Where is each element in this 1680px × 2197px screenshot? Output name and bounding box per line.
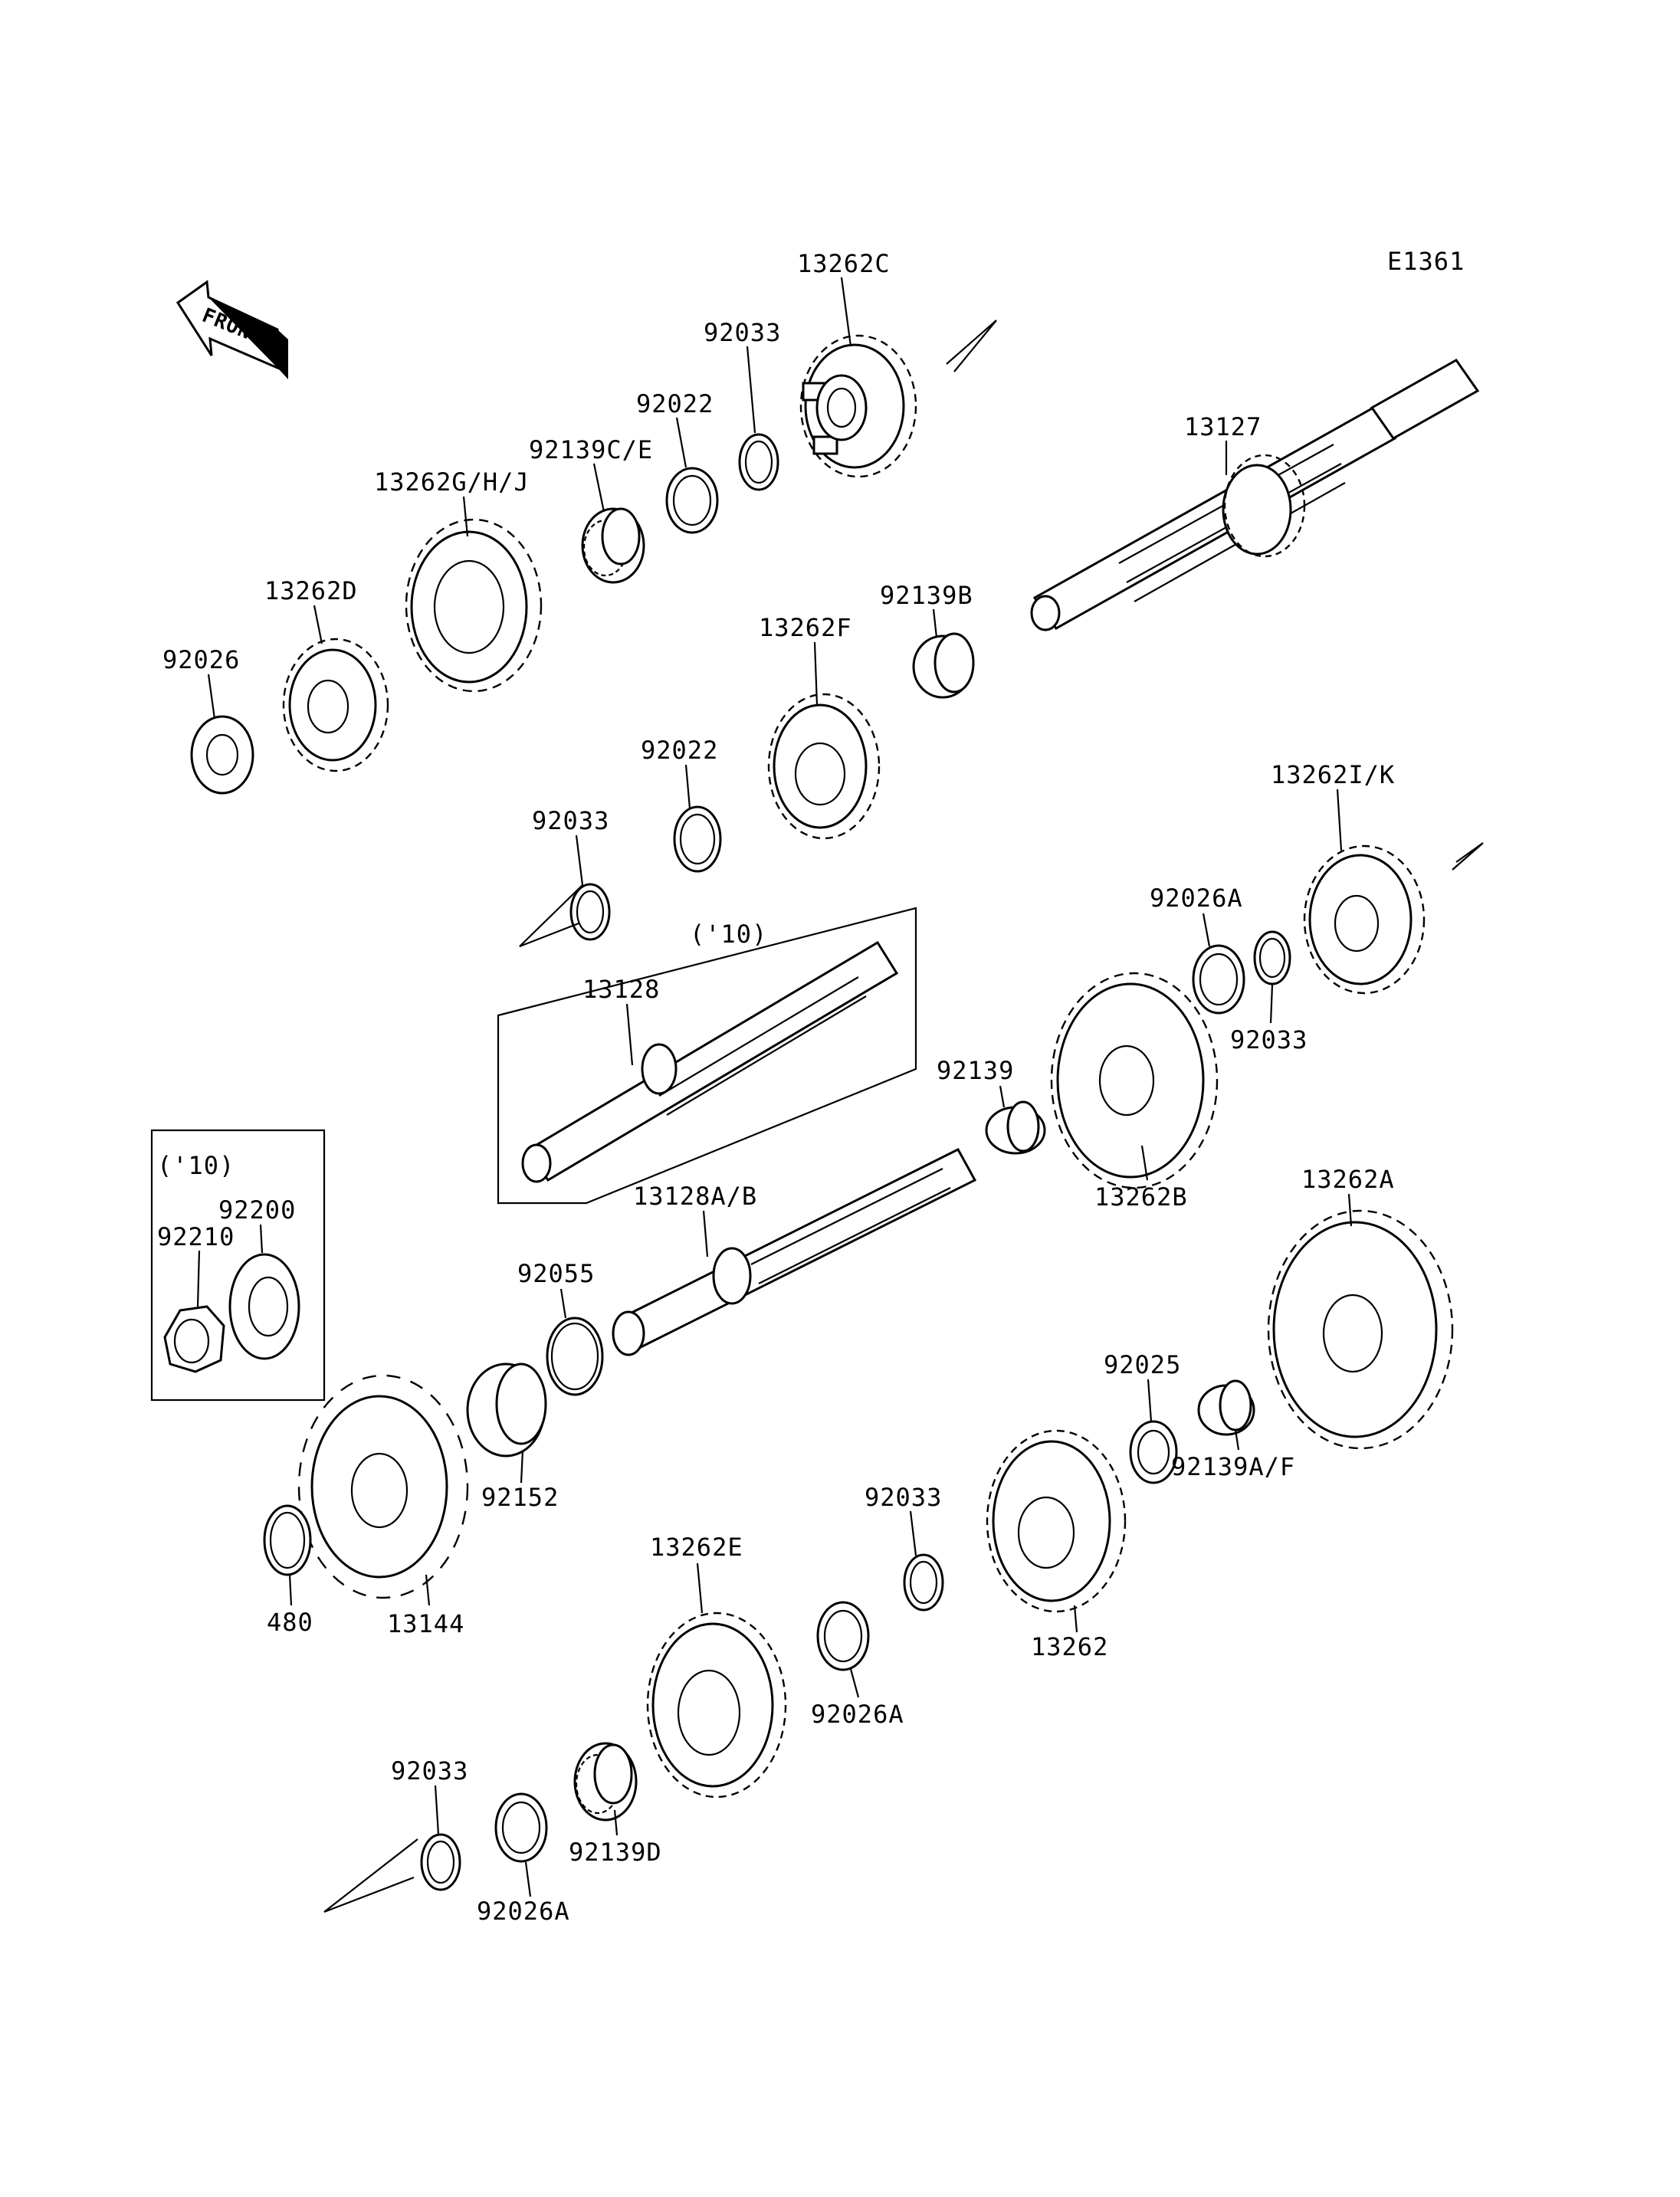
part-label-13262E: 13262E — [650, 1533, 743, 1562]
bushing-92152 — [466, 1362, 547, 1458]
part-label-13262: 13262 — [1031, 1632, 1108, 1661]
gear-13262IK — [1303, 844, 1426, 995]
inset-box-13128 — [497, 907, 917, 1205]
inset-nut-label: ('10) — [157, 1151, 235, 1180]
diagram-id: E1361 — [1387, 247, 1465, 276]
part-label-13262IK: 13262I/K — [1271, 760, 1395, 789]
washer-92022-top — [665, 467, 719, 534]
part-label-92033-top: 92033 — [704, 318, 781, 347]
bushing-92139 — [985, 1100, 1046, 1155]
part-label-13262A: 13262A — [1301, 1165, 1395, 1194]
washer-92026 — [190, 715, 254, 795]
part-label-13262C: 13262C — [797, 249, 891, 278]
part-label-13262F: 13262F — [759, 613, 852, 642]
part-label-13127: 13127 — [1184, 412, 1262, 441]
shaft-13128 — [521, 940, 899, 1183]
front-arrow-icon: FRONT — [176, 280, 288, 379]
washer-92026A-top — [1192, 944, 1245, 1015]
part-label-92055: 92055 — [517, 1259, 595, 1288]
axis-lines — [323, 320, 1484, 1913]
gear-13262C — [799, 334, 917, 478]
part-label-92139B: 92139B — [880, 581, 973, 610]
part-label-92025: 92025 — [1104, 1350, 1181, 1379]
o-ring-92055 — [546, 1317, 604, 1396]
part-label-92033-mid: 92033 — [532, 806, 609, 835]
leader-lines — [196, 277, 1353, 1897]
snap-ring-92033-bottom — [420, 1833, 461, 1891]
washer-92025 — [1129, 1420, 1178, 1484]
part-label-92139CE: 92139C/E — [529, 435, 653, 464]
washer-92022-mid — [673, 805, 722, 873]
bearing-92139CE — [581, 507, 645, 584]
part-label-13144: 13144 — [387, 1609, 464, 1638]
bearing-92139D — [573, 1742, 638, 1822]
gear-13262B — [1050, 972, 1219, 1189]
part-label-92139: 92139 — [937, 1056, 1014, 1085]
part-label-480: 480 — [267, 1608, 313, 1637]
part-label-13262B: 13262B — [1094, 1182, 1188, 1212]
part-label-92033-bottom: 92033 — [391, 1756, 468, 1785]
gear-13262 — [986, 1429, 1127, 1613]
part-label-92026A-top: 92026A — [1150, 884, 1243, 913]
gear-13262E — [646, 1612, 787, 1799]
part-label-92026: 92026 — [162, 645, 240, 674]
part-label-13128: 13128 — [582, 975, 660, 1004]
snap-ring-92033-low — [903, 1553, 944, 1612]
part-label-92026A-bottom: 92026A — [477, 1897, 570, 1926]
part-label-92152: 92152 — [481, 1483, 559, 1512]
snap-ring-480 — [263, 1504, 312, 1576]
shaft-13128AB — [612, 1148, 977, 1356]
part-label-92210: 92210 — [157, 1222, 235, 1251]
part-label-92033-low: 92033 — [865, 1483, 942, 1512]
washer-92026A-bottom — [494, 1792, 548, 1863]
bushing-92139B — [912, 632, 975, 699]
washer-92026A-mid — [816, 1601, 870, 1671]
sprocket-13144 — [297, 1374, 469, 1599]
bushing-92139AF — [1197, 1379, 1255, 1436]
part-label-92139D: 92139D — [569, 1838, 662, 1867]
nut-92210 — [163, 1305, 225, 1373]
gear-13262D — [282, 638, 389, 772]
lock-washer-92200 — [228, 1253, 300, 1360]
shaft-13127 — [1030, 359, 1480, 631]
part-label-92033-right: 92033 — [1230, 1025, 1308, 1054]
part-label-92026A-mid: 92026A — [811, 1700, 904, 1729]
snap-ring-92033-mid — [569, 883, 611, 941]
part-label-13128AB: 13128A/B — [633, 1182, 757, 1211]
gear-13262GHJ — [405, 518, 543, 693]
inset-main-label: ('10) — [690, 920, 767, 949]
part-label-13262GHJ: 13262G/H/J — [374, 467, 530, 497]
gear-13262A — [1267, 1209, 1454, 1450]
part-label-92200: 92200 — [218, 1195, 296, 1225]
part-label-13262D: 13262D — [264, 576, 358, 605]
part-label-92022-top: 92022 — [636, 389, 714, 418]
snap-ring-92033-right — [1253, 930, 1291, 985]
snap-ring-92033-top — [738, 433, 779, 491]
part-label-92139AF: 92139A/F — [1171, 1452, 1295, 1481]
part-labels: 13262C 92033 92022 92139C/E 13262G/H/J 1… — [157, 249, 1395, 1926]
inset-box-nut — [150, 1129, 326, 1402]
part-label-92022-mid: 92022 — [641, 736, 718, 765]
gear-13262F — [767, 693, 881, 840]
